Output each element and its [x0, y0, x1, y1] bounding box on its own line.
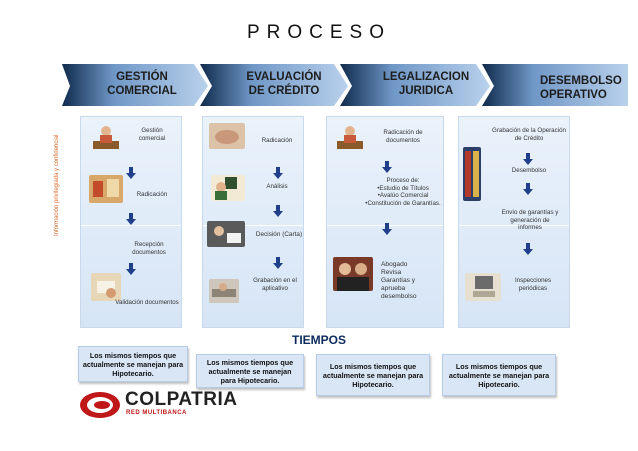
step-caption: Gestión comercial	[129, 127, 175, 142]
colpatria-logo: COLPATRIA RED MULTIBANCA	[78, 388, 258, 424]
arrow-down-icon	[523, 153, 533, 165]
step-caption-abogado: Abogado Revisa Garantías y aprueba desem…	[381, 261, 443, 301]
column-legalizacion-juridica: Radicación de documentos Proceso de: •Es…	[326, 116, 444, 328]
step-caption: Envío de garantías y generación de infor…	[499, 209, 561, 232]
time-box-1: Los mismos tiempos que actualmente se ma…	[78, 346, 188, 382]
time-box-2: Los mismos tiempos que actualmente se ma…	[196, 354, 304, 388]
meeting-illustration	[207, 221, 245, 247]
arrow-down-icon	[382, 161, 392, 173]
office-illustration	[89, 175, 123, 203]
arrow-down-icon	[523, 243, 533, 255]
logo-name: COLPATRIA	[125, 389, 238, 411]
arrow-down-icon	[273, 167, 283, 179]
logo-swirl-icon	[78, 388, 122, 422]
step-caption: Recepción documentos	[121, 241, 177, 256]
clerk-illustration	[91, 123, 121, 153]
computer-illustration	[465, 273, 501, 301]
page-title: PROCESO	[0, 22, 638, 44]
binders-illustration	[463, 147, 481, 201]
arrow-down-icon	[273, 205, 283, 217]
hand-document-illustration	[91, 273, 121, 301]
step-caption: Grabación de la Operación de Crédito	[489, 127, 569, 142]
step-caption: Validación documentos	[111, 299, 183, 307]
step-caption: Análisis	[251, 183, 303, 191]
clerk-illustration	[335, 123, 365, 153]
arrow-down-icon	[523, 183, 533, 195]
analyst-illustration	[211, 175, 245, 201]
arrow-down-icon	[126, 213, 136, 225]
lawyers-illustration	[333, 257, 373, 291]
confidential-note: Información privilegiada y confidencial	[54, 135, 60, 236]
hands-illustration	[209, 123, 245, 149]
arrow-down-icon	[126, 167, 136, 179]
step-caption: Decisión (Carta)	[251, 231, 307, 239]
column-evaluacion-credito: Radicación Análisis Decisión (Carta) Gra…	[202, 116, 304, 328]
column-gestion-comercial: Gestión comercial Radicación Recepción d…	[80, 116, 182, 328]
arrow-down-icon	[382, 223, 392, 235]
step-caption: Radicación	[251, 137, 303, 145]
logo-subtitle: RED MULTIBANCA	[126, 410, 187, 416]
time-box-4: Los mismos tiempos que actualmente se ma…	[442, 354, 556, 396]
arrow-down-icon	[273, 257, 283, 269]
step-caption: Radicación de documentos	[373, 129, 433, 144]
step-caption: Desembolso	[489, 167, 569, 175]
arrow-down-icon	[126, 263, 136, 275]
step-caption: Grabación en el aplicativo	[249, 277, 301, 292]
step-caption: Inspecciones periódicas	[505, 277, 561, 292]
step-caption: Radicación	[129, 191, 175, 199]
step-caption-process: Proceso de: •Estudio de Títulos •Avalúo …	[363, 177, 443, 207]
column-divider	[81, 225, 181, 226]
keyboard-illustration	[209, 279, 239, 303]
time-box-3: Los mismos tiempos que actualmente se ma…	[316, 354, 430, 396]
column-desembolso-operativo: Grabación de la Operación de Crédito Des…	[458, 116, 570, 328]
tiempos-heading: TIEMPOS	[0, 333, 638, 347]
